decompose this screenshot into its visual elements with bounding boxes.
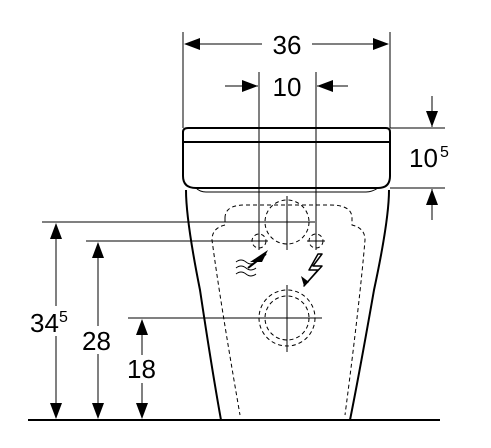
- dim-18-label-bg: [126, 355, 160, 383]
- dim-28-arrow-bottom: [92, 403, 104, 419]
- dim-345-sup: 5: [59, 309, 68, 326]
- inner-dashed-outline: [211, 204, 366, 416]
- dim-28-label: 28: [82, 326, 111, 356]
- dim-28-label-bg: [82, 326, 116, 354]
- dim-28-arrow-top: [92, 242, 104, 258]
- water-supply-icon: [235, 250, 268, 277]
- dim-10-arrow-right: [317, 80, 333, 92]
- bowl-outline: [185, 189, 390, 421]
- seat-lower-rim: [195, 187, 379, 193]
- dim-105-arrow-top: [426, 111, 438, 127]
- seat-lid-outline: [182, 127, 391, 189]
- dim-10-arrow-left: [242, 80, 258, 92]
- dim-105-arrow-bottom: [426, 189, 438, 205]
- dim-18-arrow-top: [136, 319, 148, 335]
- dim-10-label: 10: [273, 72, 302, 102]
- dim-345-arrow-bottom: [50, 403, 62, 419]
- dim-345-arrow-top: [50, 223, 62, 239]
- dim-18-label: 18: [127, 354, 156, 384]
- dim-36-arrow-left: [184, 38, 200, 50]
- dim-36-arrow-right: [373, 38, 389, 50]
- dim-345-label-bg: [30, 306, 80, 336]
- dim-345-label: 34: [30, 308, 59, 338]
- dim-36-label: 36: [273, 30, 302, 60]
- dim-18-arrow-bottom: [136, 403, 148, 419]
- electrical-icon: [301, 253, 323, 287]
- dim-105-sup: 5: [440, 144, 449, 161]
- dim-105-label: 10: [409, 143, 438, 173]
